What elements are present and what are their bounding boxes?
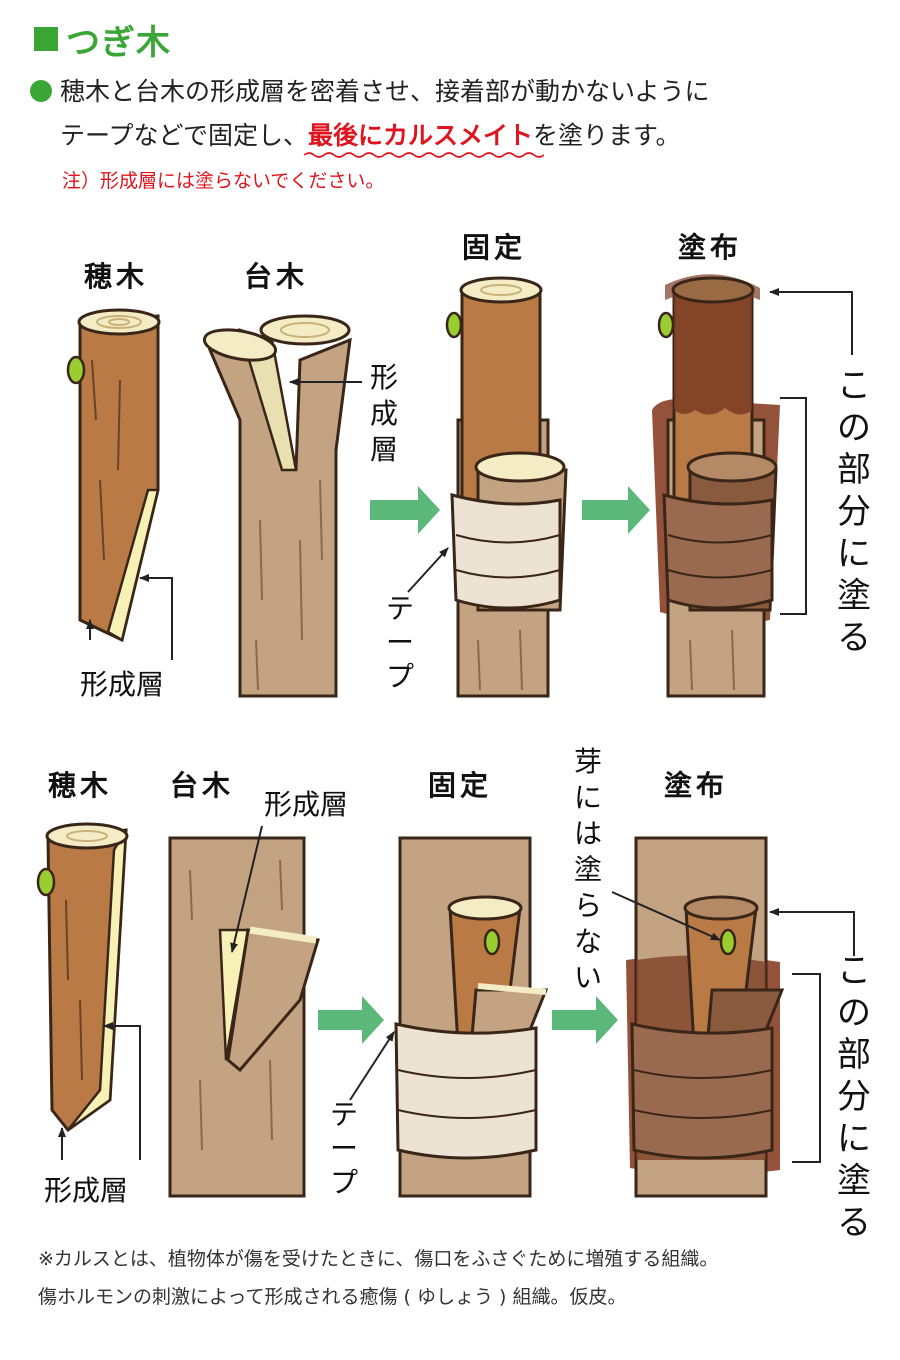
intro-text: 穂木と台木の形成層を密着させ、接着部が動かないように テープなどで固定し、最後に…: [30, 70, 880, 158]
leader-top-apply: [769, 288, 853, 355]
section-title: つぎ木: [66, 22, 171, 63]
bottom-tape-label: テープ: [329, 1098, 358, 1199]
bottom-apply-label: この部分に塗る: [837, 951, 871, 1243]
top-label-apply: 塗布: [678, 231, 743, 264]
process-arrow-3: [318, 996, 384, 1044]
bottom-bud-warning-label: 芽には塗らない: [573, 745, 602, 994]
top-scion-drawing: [66, 308, 161, 643]
bottom-label-rootstock: 台木: [170, 769, 235, 802]
top-rootstock-drawing: [202, 314, 352, 698]
top-scion-cambium-label: 形成層: [80, 668, 165, 701]
section-heading: つぎ木: [34, 18, 171, 63]
leader-bottom-scion-cambium-b: [103, 1022, 141, 1160]
bracket-bottom-apply: [792, 973, 821, 1163]
footnote-line-2: 傷ホルモンの刺激によって形成される癒傷 ( ゆしょう ) 組織。仮皮。: [38, 1286, 627, 1308]
intro-emphasis: 最後にカルスメイト: [304, 121, 545, 158]
bud-icon: [66, 355, 86, 385]
top-label-rootstock: 台木: [244, 260, 309, 293]
intro-line-2-after: を塗ります。: [533, 121, 681, 150]
intro-line-1: 穂木と台木の形成層を密着させ、接着部が動かないように: [60, 77, 710, 106]
leader-top-scion-cambium-b: [139, 574, 173, 660]
caution-note: 注）形成層には塗らないでください。: [62, 170, 385, 192]
process-arrow-1: [370, 486, 440, 534]
bottom-scion-cambium-label: 形成層: [44, 1174, 129, 1207]
footnote: ※カルスとは、植物体が傷を受けたときに、傷口をふさぐために増殖する組織。 傷ホル…: [38, 1240, 888, 1316]
bottom-label-apply: 塗布: [664, 769, 729, 802]
top-tape-label: テープ: [385, 592, 414, 693]
bottom-rootstock-drawing: [168, 836, 320, 1198]
bottom-label-scion: 穂木: [48, 769, 113, 802]
process-arrow-4: [552, 996, 618, 1044]
leader-bottom-tape: [349, 1031, 395, 1101]
leader-bottom-bud: [611, 891, 721, 941]
top-label-fix: 固定: [462, 231, 527, 264]
top-apply-label: この部分に塗る: [837, 366, 871, 658]
process-arrow-2: [582, 486, 650, 534]
bottom-label-fix: 固定: [428, 769, 493, 802]
circle-bullet-icon: [30, 80, 52, 102]
top-label-scion: 穂木: [84, 260, 149, 293]
bottom-stock-cambium-label: 形成層: [264, 788, 349, 821]
top-stock-cambium-label: 形成層: [369, 361, 398, 466]
leader-top-tape: [407, 547, 449, 593]
footnote-line-1: ※カルスとは、植物体が傷を受けたときに、傷口をふさぐために増殖する組織。: [38, 1248, 719, 1270]
bracket-top-apply: [780, 397, 807, 615]
leader-bottom-stock-cambium: [230, 825, 263, 953]
top-fixed-drawing: [445, 276, 568, 698]
bottom-applied-drawing: [626, 836, 785, 1198]
top-applied-drawing: [652, 274, 780, 698]
bottom-fixed-drawing: [394, 836, 549, 1198]
square-bullet-icon: [34, 27, 58, 51]
intro-line-2-before: テープなどで固定し、: [60, 121, 309, 150]
tape-wrap: [450, 493, 562, 610]
leader-bottom-apply: [769, 908, 855, 956]
bottom-scion-drawing: [36, 822, 129, 1133]
